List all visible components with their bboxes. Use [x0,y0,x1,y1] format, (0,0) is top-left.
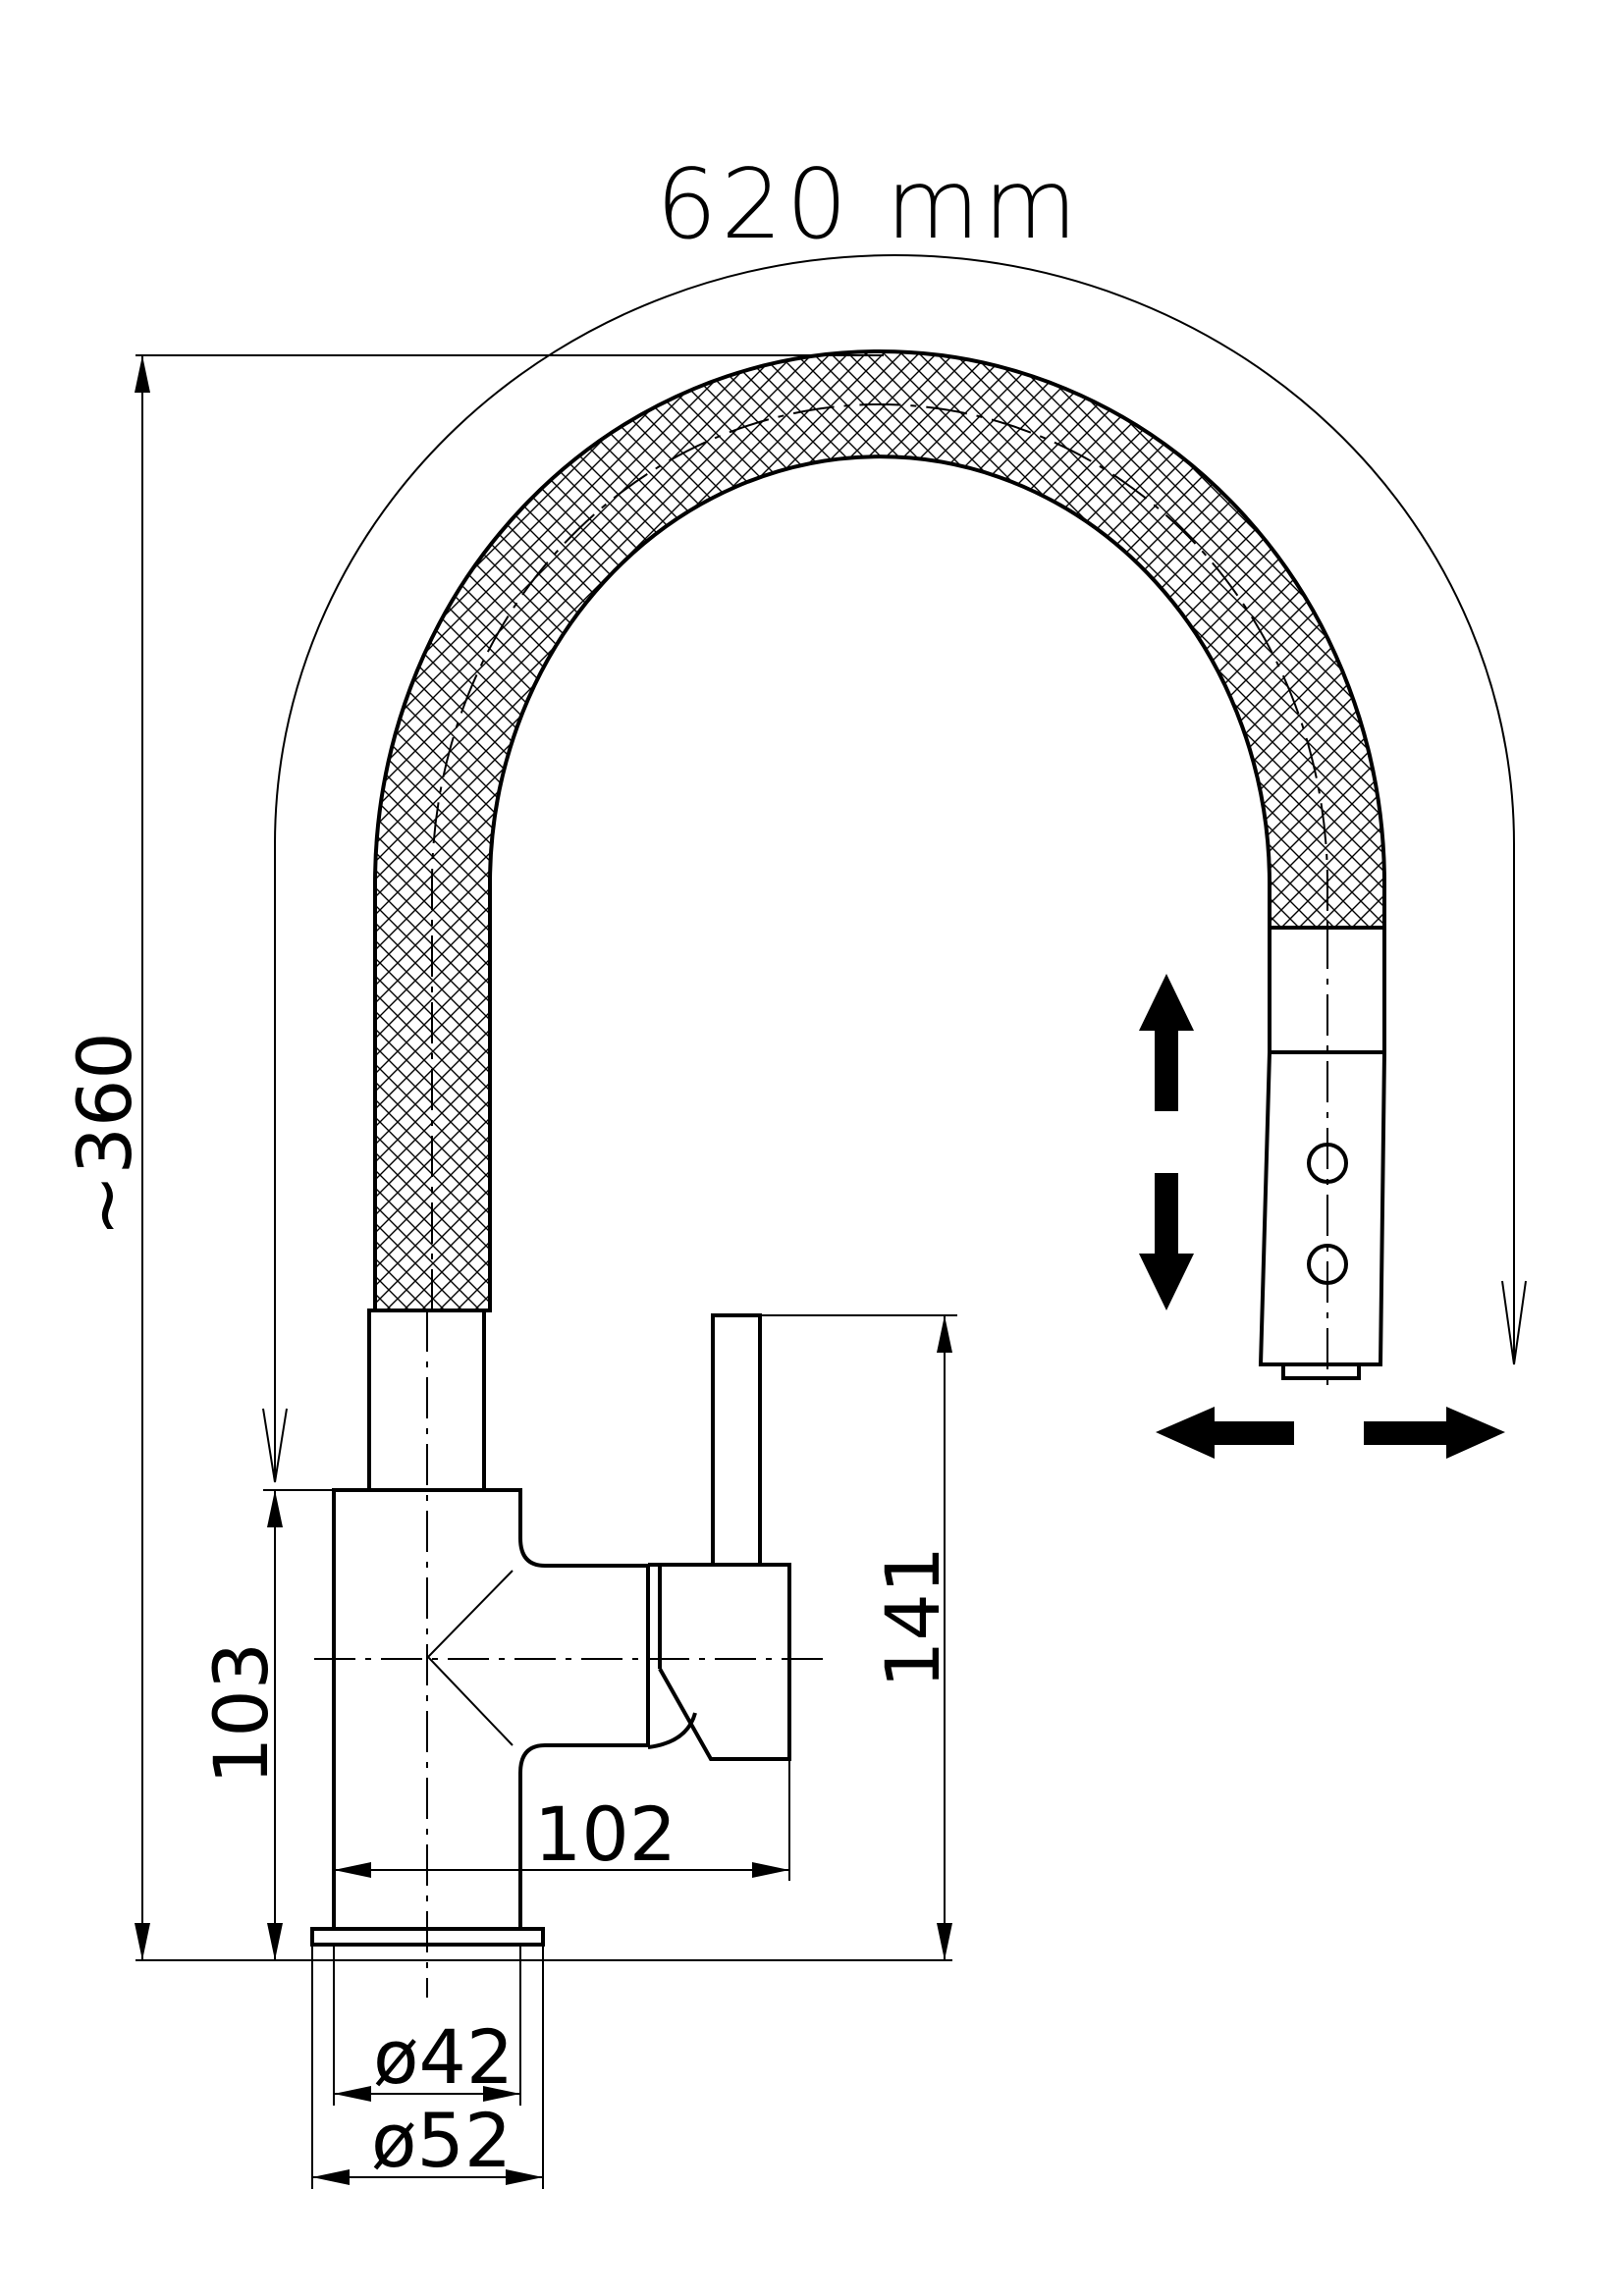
flexible-hose [373,349,1386,1312]
arc-length-label: 620 mm [656,149,1081,261]
pull-out-arrows [1139,974,1505,1459]
lever-height-dimension: 141 [760,1314,957,1960]
total-height-dimension: ~360 [61,354,952,1961]
base-diameter-label: ø52 [371,2097,512,2184]
lever-handle [647,1313,791,1761]
total-height-label: ~360 [61,1032,148,1237]
arrow-up-icon [1139,974,1194,1111]
body-height-label: 103 [197,1642,285,1785]
arrow-down-icon [1139,1173,1194,1310]
spout-reach-dimension: 102 [334,1759,790,1881]
spray-head [1258,926,1387,1394]
inner-diameter-label: ø42 [373,2013,514,2101]
spout-reach-label: 102 [534,1790,676,1878]
inner-diameter-dimension: ø42 [333,1945,521,2106]
arrow-left-icon [1156,1407,1294,1459]
arc-length-dimension: 620 mm [262,149,1527,1483]
hose-center-line [431,403,1328,1310]
arrow-right-icon [1364,1407,1505,1459]
lever-height-label: 141 [869,1546,956,1688]
body-height-dimension: 103 [197,1489,334,1960]
base-diameter-dimension: ø52 [311,1945,544,2189]
